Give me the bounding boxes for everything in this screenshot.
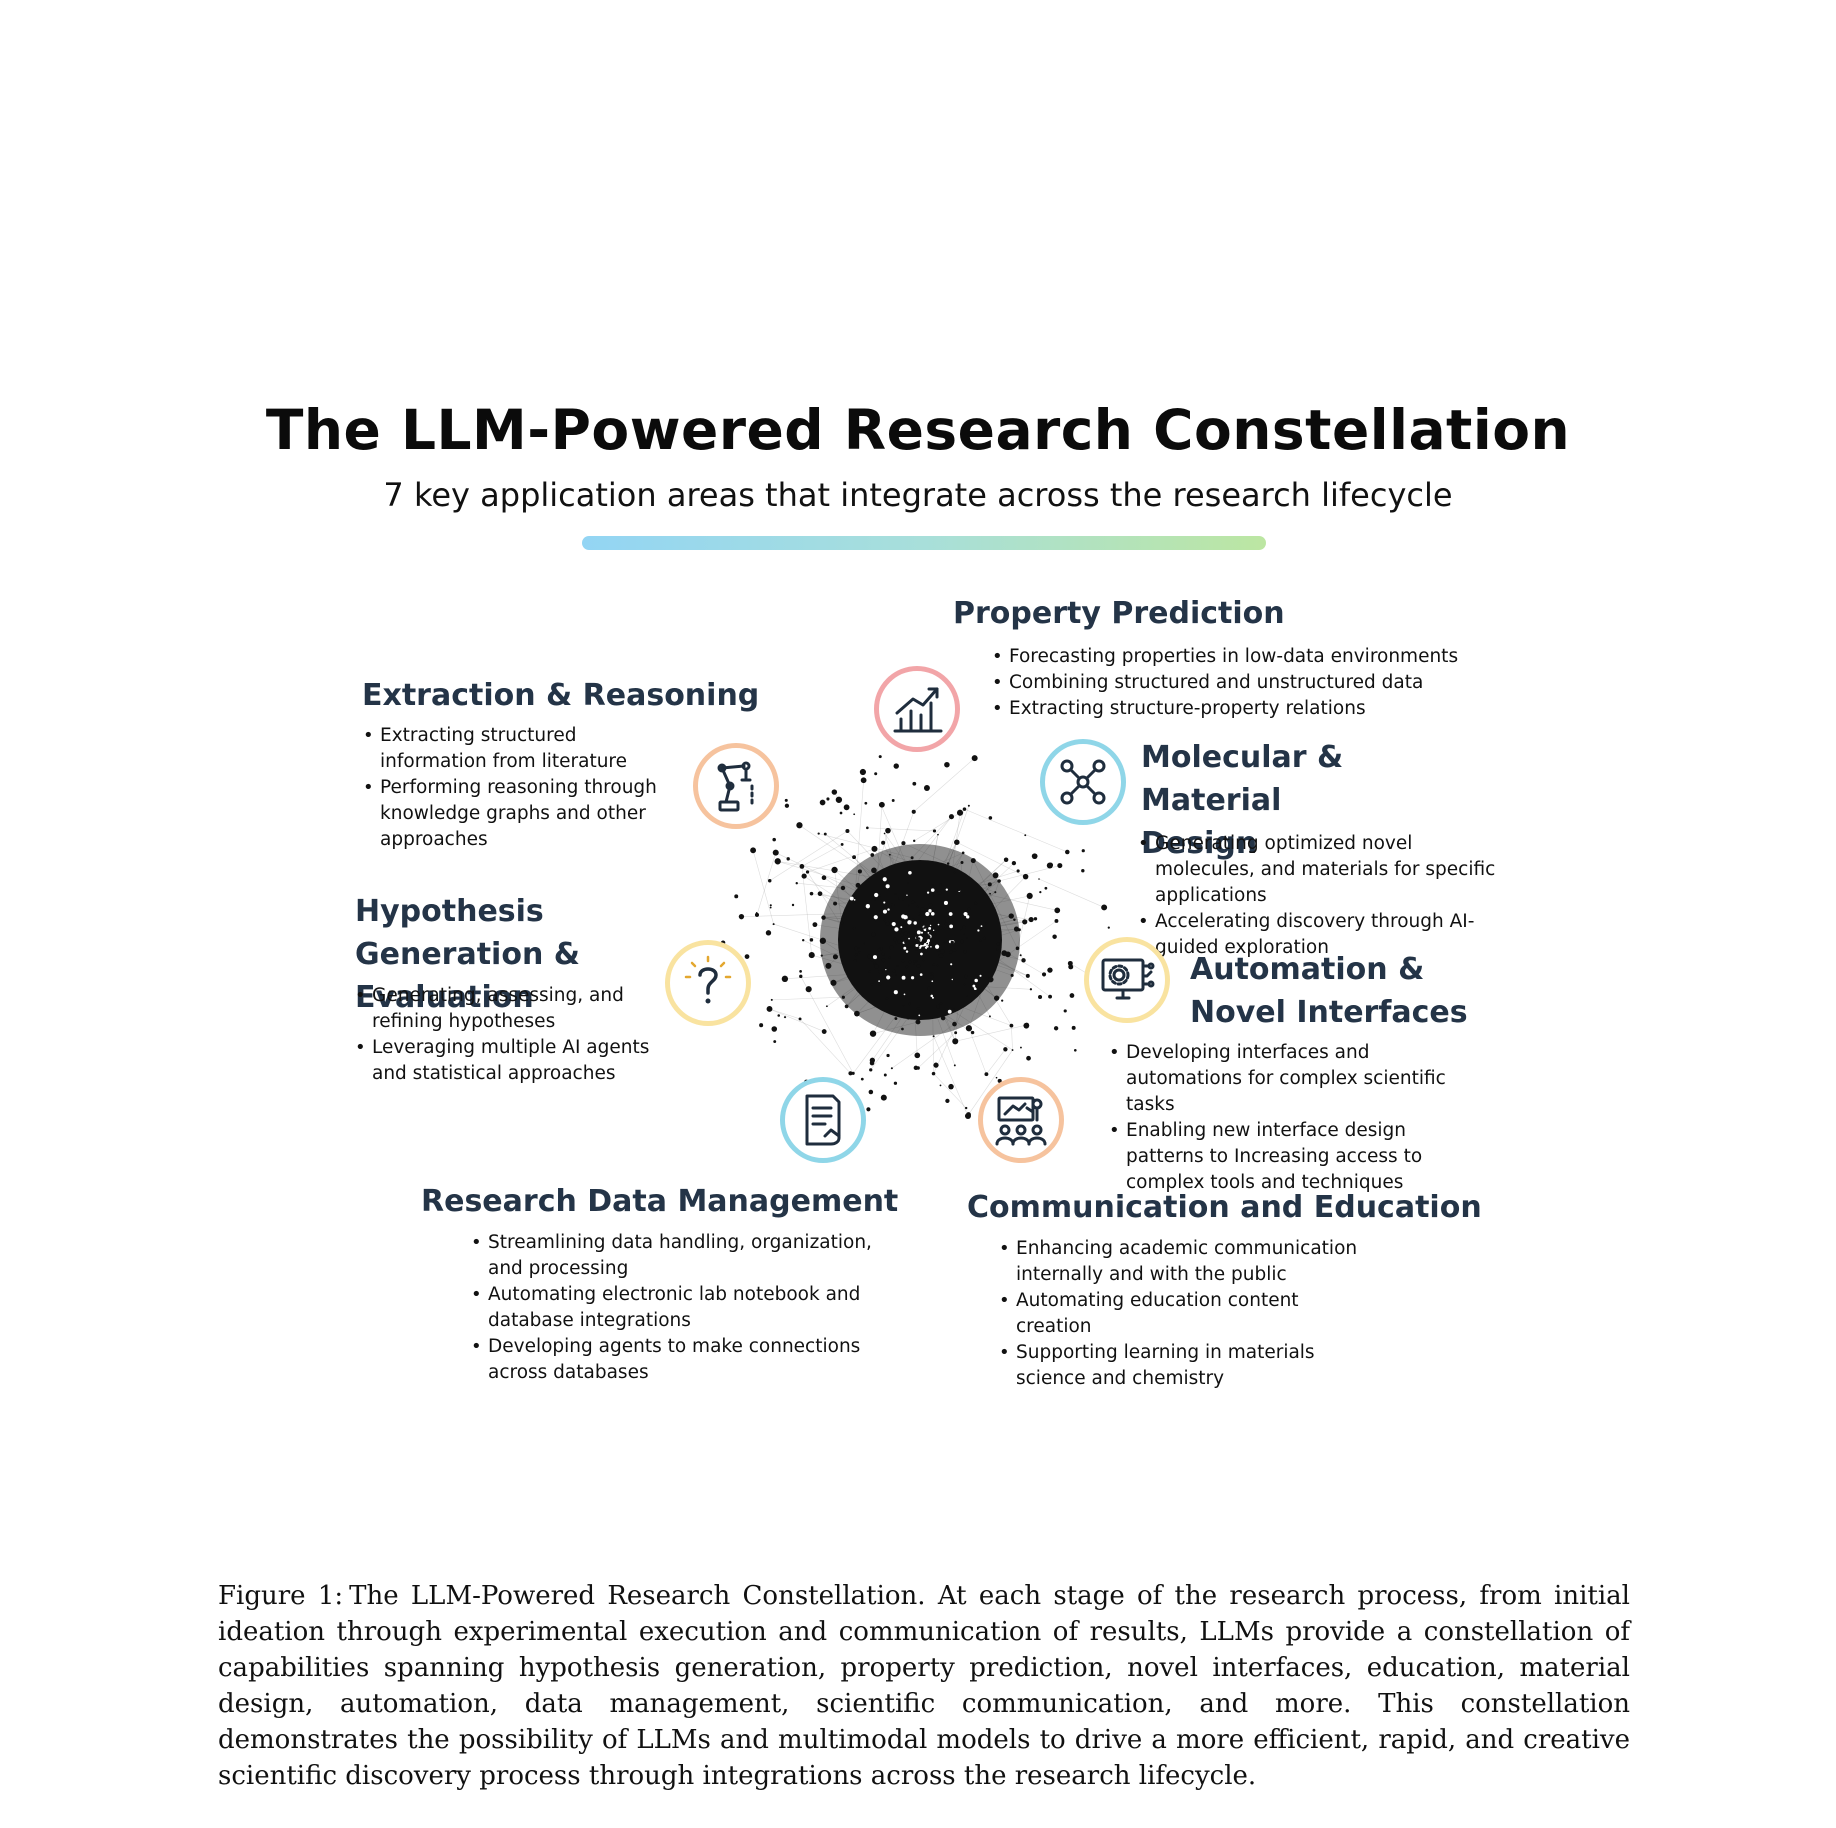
heading-communication: Communication and Education bbox=[967, 1190, 1482, 1225]
bullet-item: Automating electronic lab notebook and d… bbox=[471, 1282, 911, 1334]
bullet-item: Supporting learning in materials science… bbox=[999, 1340, 1379, 1392]
bullet-item: Automating education content creation bbox=[999, 1288, 1379, 1340]
bullet-item: Developing interfaces and automations fo… bbox=[1109, 1040, 1489, 1118]
bullet-item: Developing agents to make connections ac… bbox=[471, 1334, 911, 1386]
bullet-item: Generating, assessing, and refining hypo… bbox=[355, 983, 655, 1035]
bullet-item: Streamlining data handling, organization… bbox=[471, 1230, 911, 1282]
question-mark-icon bbox=[665, 940, 751, 1026]
bullets-property-prediction: Forecasting properties in low-data envir… bbox=[992, 644, 1512, 722]
figure-subtitle: 7 key application areas that integrate a… bbox=[383, 476, 1453, 514]
bullets-communication: Enhancing academic communication interna… bbox=[999, 1236, 1379, 1392]
bullets-hypothesis: Generating, assessing, and refining hypo… bbox=[355, 983, 655, 1087]
caption-label: Figure 1: bbox=[218, 1581, 344, 1611]
bullet-item: Generating optimized novel molecules, an… bbox=[1138, 831, 1518, 909]
document-icon bbox=[780, 1077, 866, 1163]
heading-data-management: Research Data Management bbox=[421, 1184, 899, 1219]
monitor-gear-icon bbox=[1084, 937, 1170, 1023]
figure-title: The LLM-Powered Research Constellation bbox=[265, 398, 1571, 462]
bullets-molecular-design: Generating optimized novel molecules, an… bbox=[1138, 831, 1518, 961]
bullets-data-management: Streamlining data handling, organization… bbox=[471, 1230, 911, 1386]
bullet-item: Extracting structure-property relations bbox=[992, 696, 1512, 722]
bullet-item: Combining structured and unstructured da… bbox=[992, 670, 1512, 696]
network-cluster-graphic bbox=[720, 755, 1113, 1120]
presentation-audience-icon bbox=[978, 1077, 1064, 1163]
bullets-extraction-reasoning: Extracting structured information from l… bbox=[363, 723, 663, 853]
network-nodes bbox=[720, 755, 1113, 1120]
chart-growth-icon bbox=[874, 666, 960, 752]
figure-caption: Figure 1:The LLM-Powered Research Conste… bbox=[218, 1578, 1630, 1794]
bullet-item: Performing reasoning through knowledge g… bbox=[363, 775, 663, 853]
bullet-item: Accelerating discovery through AI-guided… bbox=[1138, 909, 1518, 961]
bullet-item: Leveraging multiple AI agents and statis… bbox=[355, 1035, 655, 1087]
molecule-icon bbox=[1040, 739, 1126, 825]
gradient-divider bbox=[582, 536, 1266, 550]
bullet-item: Enabling new interface design patterns t… bbox=[1109, 1118, 1489, 1196]
heading-extraction-reasoning: Extraction & Reasoning bbox=[362, 678, 760, 713]
bullet-item: Extracting structured information from l… bbox=[363, 723, 663, 775]
bullet-item: Forecasting properties in low-data envir… bbox=[992, 644, 1512, 670]
robot-arm-icon bbox=[693, 743, 779, 829]
bullet-item: Enhancing academic communication interna… bbox=[999, 1236, 1379, 1288]
caption-text: The LLM-Powered Research Constellation. … bbox=[218, 1581, 1630, 1791]
bullets-automation: Developing interfaces and automations fo… bbox=[1109, 1040, 1489, 1196]
heading-automation: Automation & Novel Interfaces bbox=[1190, 952, 1468, 1030]
heading-property-prediction: Property Prediction bbox=[953, 596, 1285, 631]
